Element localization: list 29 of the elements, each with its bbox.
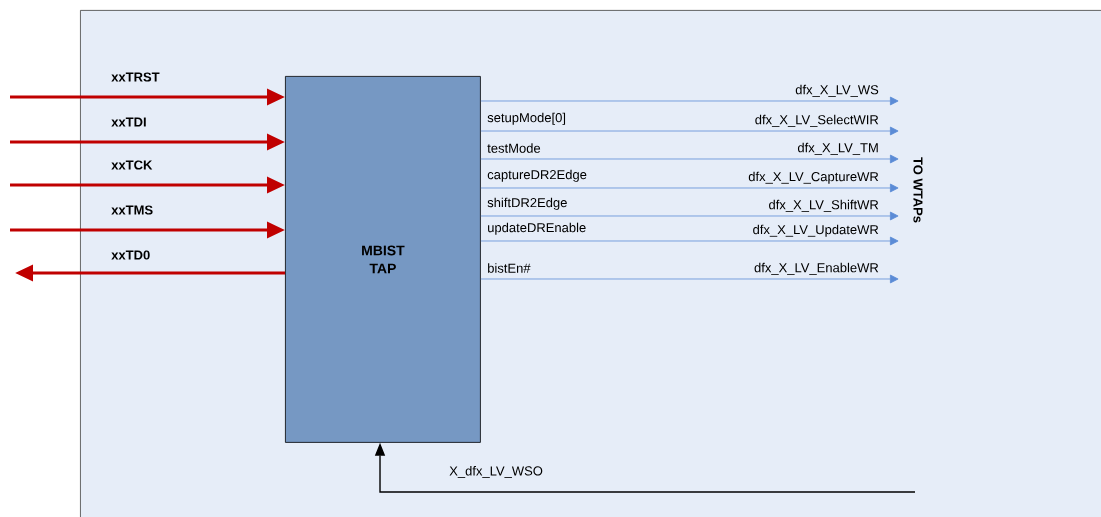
edge-label: xxTRST: [111, 72, 160, 82]
arrow: [480, 211, 899, 221]
edge-label: dfx_X_LV_CaptureWR: [748, 171, 879, 184]
signal-label: setupMode[0]: [487, 112, 566, 125]
arrow: [480, 274, 899, 284]
edge-label: dfx_X_LV_TM: [797, 142, 878, 155]
edge-label: xxTD0: [111, 250, 150, 260]
tap-block: [285, 76, 481, 443]
signal-label: shiftDR2Edge: [487, 197, 567, 210]
edge-label: X_dfx_LV_WSO: [449, 466, 543, 478]
edge-label: dfx_X_LV_WS: [795, 84, 879, 97]
arrow: [480, 236, 899, 246]
signal-label: updateDREnable: [488, 222, 586, 235]
side-label: TO WTAPs: [913, 157, 923, 223]
edge-label: dfx_X_LV_SelectWIR: [755, 114, 879, 127]
arrow: [480, 126, 899, 136]
arrow: [480, 96, 899, 106]
node-label: MBIST TAP: [362, 245, 405, 274]
signal-label: bistEn#: [488, 263, 531, 273]
signal-label: testMode: [487, 143, 541, 153]
signal-label: captureDR2Edge: [487, 169, 587, 182]
arrow: [480, 183, 899, 193]
edge-label: xxTDI: [111, 117, 146, 127]
arrow: [480, 154, 899, 164]
edge-label: xxTCK: [111, 160, 153, 170]
edge-label: dfx_X_LV_ShiftWR: [769, 199, 879, 212]
edge-label: xxTMS: [111, 205, 153, 215]
edge-label: dfx_X_LV_EnableWR: [754, 262, 879, 275]
edge-label: dfx_X_LV_UpdateWR: [753, 224, 879, 237]
